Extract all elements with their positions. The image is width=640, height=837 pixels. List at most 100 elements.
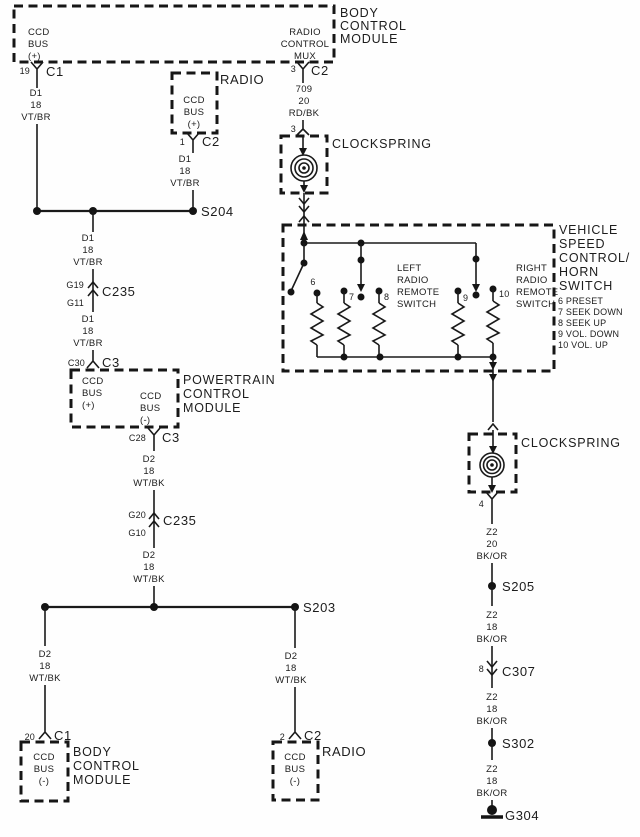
contact-dot [357,256,365,264]
connector-label: C235 [102,284,135,299]
ccd-bus-minus-label: (-) [140,415,150,426]
connector-fork-icon [86,356,100,369]
pin-cavity-label: 3 [291,64,296,74]
wire-gauge-label: 18 [486,776,497,787]
pcm-title: POWERTRAIN [183,373,276,387]
wire-d2-s203-to-radio: D2 18 WT/BK 2 C2 [275,607,321,743]
wire-d1-bcm-to-s204: D1 18 VT/BR [21,78,50,211]
wire-gauge-label: 18 [486,704,497,715]
wire-circuit-label: Z2 [486,610,498,621]
wire-gauge-label: 20 [298,96,309,107]
contact-dot [300,259,308,267]
left-switch-label: RADIO [397,275,429,286]
pin-cavity-label: 4 [479,499,484,509]
connector-fork-icon [38,726,52,740]
wire-gauge-label: 18 [82,326,93,337]
bcm-top-title: BODY [340,6,379,20]
switch-pin-9: 9 [450,287,468,357]
flow-arrow-icon [300,185,308,193]
clockspring-bottom-title: CLOCKSPRING [521,436,621,450]
flow-arrow-icon [489,446,497,454]
connector-fork-icon [288,726,302,740]
right-switch-label: SWITCH [516,299,555,310]
ccd-bus-plus-label: CCD [82,376,103,387]
contact-dot [376,353,384,361]
inline-connector-icon [148,511,160,528]
radio-bottom-title: RADIO [322,744,366,759]
right-switch-wiper [472,243,480,299]
resistor-element [450,302,466,346]
pcm-title: MODULE [183,401,241,415]
inline-connector-c235-upper: G19 G11 C235 [66,280,135,308]
bcm-bottom-title: BODY [73,745,112,759]
pin-cavity-label: 20 [25,732,35,742]
flow-arrow-icon [489,362,497,370]
splice-label: S203 [303,600,336,615]
switch-pin-label: 8 [384,292,389,302]
pin-cavity-label: C30 [68,358,85,368]
switch-pin-label: 6 [310,277,315,287]
wire-z2-chain: Z2 20 BK/OR S205 Z2 18 BK/OR 8 C307 Z2 1… [476,508,539,823]
radio-control-mux-label: MUX [294,51,316,62]
right-switch-label: RADIO [516,275,548,286]
wire-gauge-label: 18 [143,466,154,477]
vsc-switch-box [281,223,556,373]
ground-g304: G304 [481,805,539,823]
ccd-bus-plus-label: (+) [28,51,41,62]
left-switch-label: SWITCH [397,299,436,310]
switch-arm [290,243,305,292]
wire-709-mux: 709 20 RD/BK 3 [289,78,319,136]
connector-fork-icon [485,491,499,508]
splice-dot [33,207,41,215]
wire-circuit-label: D2 [39,649,52,660]
switch-pin-10: 10 [485,285,509,357]
vsc-function-item: 10 VOL. UP [558,340,608,350]
ccd-bus-plus-label: (+) [188,119,201,130]
wire-gauge-label: 18 [30,100,41,111]
bcm-top-title: MODULE [340,32,398,46]
contact-dot [454,353,462,361]
vsc-function-item: 7 SEEK DOWN [558,307,623,317]
bcm-top-title: CONTROL [340,19,407,33]
wire-d2-pcm-to-s203: D2 18 WT/BK G20 G10 C235 D2 18 WT/BK [128,442,196,607]
wire-gauge-label: 18 [486,622,497,633]
contact-dot [472,291,480,299]
bcm-top-box [12,4,336,64]
wire-color-label: WT/BK [133,574,165,585]
splice-s203: S203 [41,600,336,615]
connector-label: C3 [102,355,120,370]
wire-gauge-label: 20 [486,539,497,550]
wire-color-label: WT/BK [29,673,61,684]
ccd-bus-plus-label: BUS [82,388,102,399]
wire-d1-s204-to-pcm: D1 18 VT/BR G19 G11 C235 D1 18 VT/BR C30… [66,211,135,370]
pcm-module: POWERTRAIN CONTROL MODULE CCD BUS (+) CC… [69,368,276,445]
wire-color-label: BK/OR [476,551,507,562]
connector-label: C1 [54,728,72,743]
wire-gauge-label: 18 [143,562,154,573]
wire-color-label: BK/OR [476,634,507,645]
connector-label: C2 [311,63,329,78]
connector-fork-icon [147,427,161,442]
left-switch-label: REMOTE [397,287,439,298]
ccd-bus-plus-label: CCD [28,27,49,38]
wire-circuit-label: D1 [82,233,95,244]
right-switch-label: REMOTE [516,287,558,298]
ccd-bus-minus-label: BUS [140,403,160,414]
left-switch-label: LEFT [397,263,421,274]
pin-cavity-label: 2 [280,732,285,742]
wire-color-label: VT/BR [170,178,199,189]
contact-dot [357,293,365,301]
vsc-title: CONTROL/ [559,251,630,265]
pin-cavity-label: G11 [67,298,84,308]
pin-cavity-label: 3 [291,124,296,134]
ccd-bus-plus-label: (+) [82,400,95,411]
bcm-bottom-module: CCD BUS (-) BODY CONTROL MODULE [19,740,139,803]
wire-circuit-label: D1 [30,88,43,99]
connector-label: C235 [163,513,196,528]
ccd-bus-minus-label: CCD [140,391,161,402]
inline-connector-icon [486,660,498,677]
connector-label: C2 [202,134,220,149]
ccd-bus-plus-label: CCD [183,95,204,106]
connector-label: C3 [162,430,180,445]
inline-connector-c235-lower: G20 G10 C235 [128,510,196,538]
